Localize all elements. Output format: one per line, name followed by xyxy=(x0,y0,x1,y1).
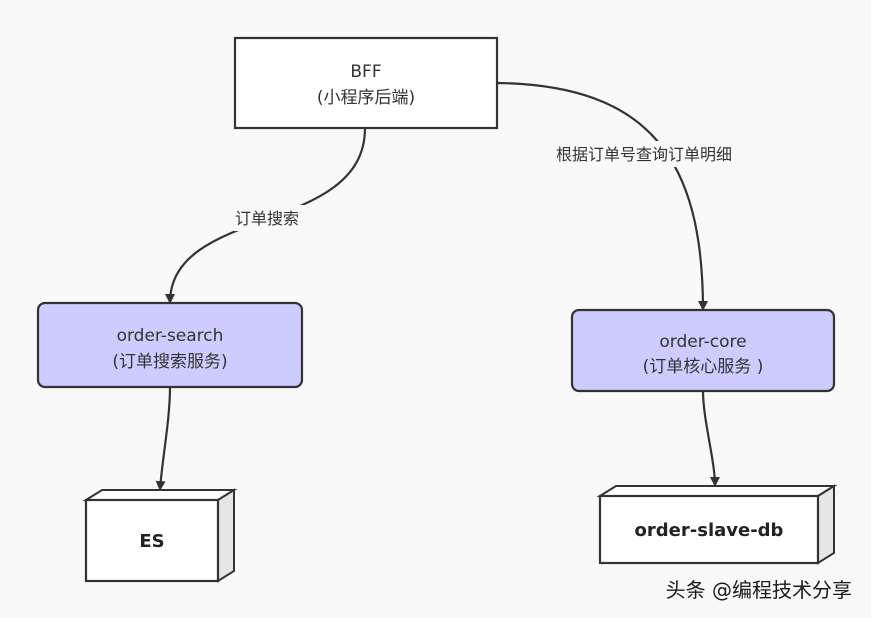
node-order-core-subtitle: (订单核心服务 ) xyxy=(643,357,764,377)
node-order-search-subtitle: (订单搜索服务) xyxy=(112,352,227,372)
node-es: ES xyxy=(82,488,238,583)
edge-label-order-search: 订单搜索 xyxy=(235,209,299,228)
node-bff-subtitle: (小程序后端) xyxy=(317,88,415,108)
node-order-core-title: order-core xyxy=(659,332,746,352)
edge-labels: 订单搜索 根据订单号查询订单明细 xyxy=(222,141,758,231)
node-order-core: order-core (订单核心服务 ) xyxy=(570,308,836,393)
node-bff: BFF (小程序后端) xyxy=(233,36,499,130)
node-es-label: ES xyxy=(139,531,164,552)
node-order-search-title: order-search xyxy=(117,326,224,346)
edge-order-core-to-db xyxy=(701,390,720,487)
watermark: 头条 @编程技术分享 xyxy=(666,578,852,602)
edge-bff-to-order-core xyxy=(496,81,708,311)
node-order-slave-db: order-slave-db xyxy=(596,484,838,565)
node-bff-title: BFF xyxy=(350,62,381,82)
edge-label-order-core: 根据订单号查询订单明细 xyxy=(556,145,732,164)
node-order-slave-db-label: order-slave-db xyxy=(635,520,784,541)
edge-order-search-to-es xyxy=(155,386,172,491)
node-order-search: order-search (订单搜索服务) xyxy=(36,301,304,389)
